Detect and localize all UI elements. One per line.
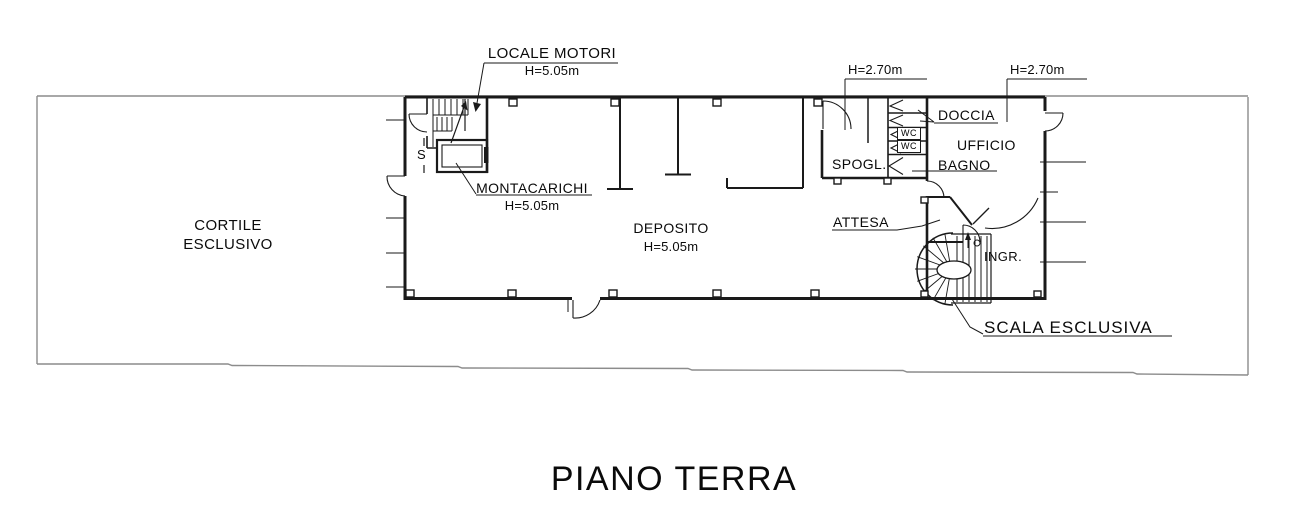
deposito-name: DEPOSITO bbox=[633, 220, 709, 236]
label-spogliatoio: SPOGL. bbox=[832, 156, 887, 172]
label-bagno: BAGNO bbox=[938, 157, 991, 173]
label-scala-esclusiva: SCALA ESCLUSIVA bbox=[984, 318, 1153, 337]
label-montacarichi: MONTACARICHI H=5.05m bbox=[470, 180, 594, 214]
montacarichi-name: MONTACARICHI bbox=[476, 180, 588, 196]
entrance-door-arc bbox=[984, 197, 1039, 230]
stair-direction-arrow-icon bbox=[461, 101, 468, 111]
door-s-symbol: S bbox=[417, 147, 427, 162]
label-height-spogliatoio: H=2.70m bbox=[848, 62, 903, 77]
label-ufficio: UFFICIO bbox=[957, 137, 1016, 153]
label-leaders bbox=[455, 62, 1172, 337]
interior-walls bbox=[426, 97, 973, 300]
label-attesa: ATTESA bbox=[833, 214, 889, 230]
label-ingresso: INGR. bbox=[984, 249, 1023, 264]
drawing-title: PIANO TERRA bbox=[550, 460, 798, 498]
label-deposito: DEPOSITO H=5.05m bbox=[603, 220, 739, 255]
montacarichi-shaft bbox=[423, 138, 489, 174]
building-exterior-walls bbox=[403, 95, 1047, 300]
wall-pillars bbox=[405, 98, 1042, 298]
label-height-ufficio: H=2.70m bbox=[1010, 62, 1065, 77]
door-stop-symbol bbox=[973, 239, 981, 247]
spiral-staircase bbox=[915, 232, 992, 306]
deposito-height: H=5.05m bbox=[643, 239, 699, 254]
label-doccia: DOCCIA bbox=[938, 107, 995, 123]
montacarichi-height: H=5.05m bbox=[504, 198, 560, 213]
label-wc-2: WC bbox=[897, 140, 921, 153]
spiral-stair-arrow-icon bbox=[965, 232, 971, 240]
locale-motori-name: LOCALE MOTORI bbox=[487, 45, 617, 62]
straight-staircase bbox=[432, 99, 469, 147]
label-wc-1: WC bbox=[897, 127, 921, 140]
locale-motori-height: H=5.05m bbox=[524, 63, 580, 78]
cortile-line2: ESCLUSIVO bbox=[183, 236, 273, 253]
label-locale-motori: LOCALE MOTORI H=5.05m bbox=[484, 45, 620, 79]
cortile-line1: CORTILE bbox=[194, 217, 262, 234]
leader-arrow-icon bbox=[473, 102, 481, 112]
window-ticks bbox=[386, 119, 1086, 312]
label-cortile: CORTILE ESCLUSIVO bbox=[160, 216, 296, 254]
